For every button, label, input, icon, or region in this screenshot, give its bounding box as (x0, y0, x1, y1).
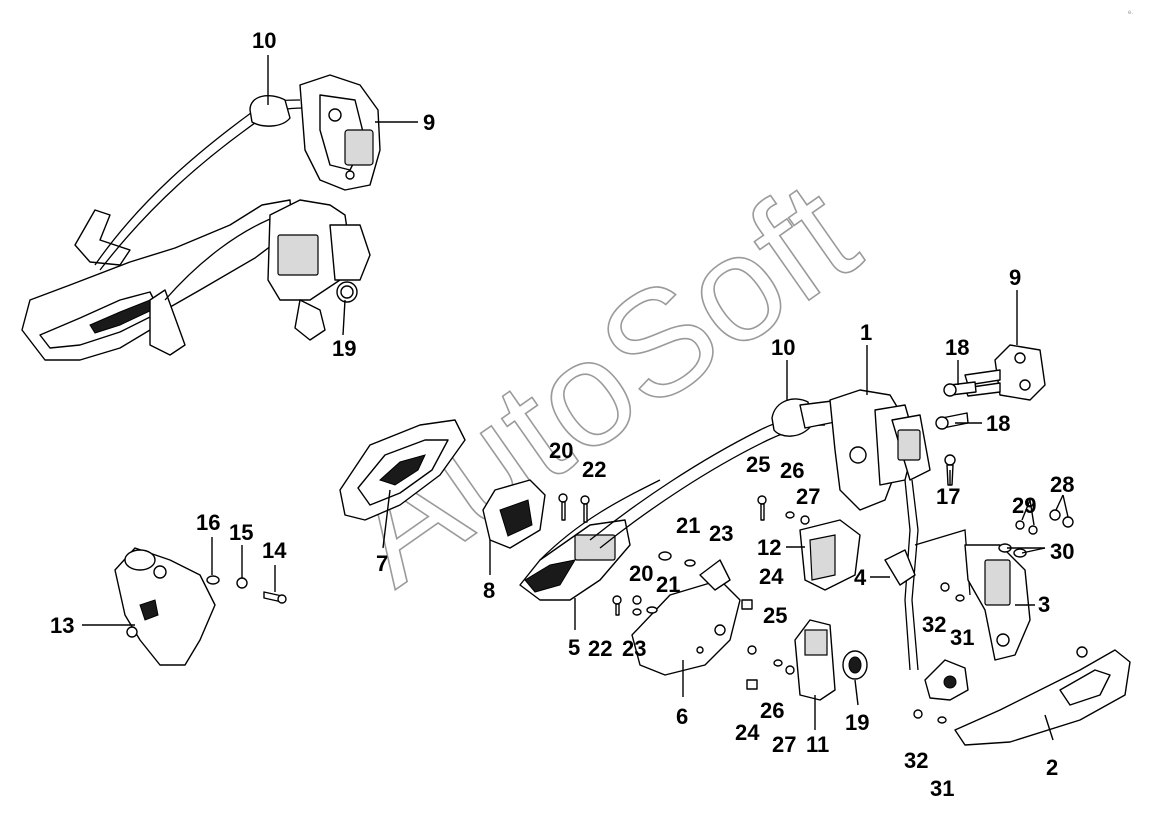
callout-23b: 23 (622, 636, 646, 661)
part-3-handle-bracket (964, 544, 1031, 661)
callout-8: 8 (483, 578, 495, 603)
callout-32b: 32 (904, 748, 928, 773)
callout-14: 14 (262, 538, 287, 563)
callout-16: 16 (196, 510, 220, 535)
part-9-striker (964, 344, 1046, 401)
callout-22b: 22 (588, 636, 612, 661)
callout-11: 11 (806, 732, 829, 757)
part-13-lock-cylinder (114, 547, 216, 666)
part-5-inner-handle (519, 519, 631, 601)
part-19-grommet (842, 650, 868, 680)
part-lock-actuator (924, 659, 969, 701)
callout-4: 4 (854, 565, 867, 590)
callout-24b: 24 (735, 720, 760, 745)
callout-26b: 26 (760, 698, 784, 723)
callout-5: 5 (568, 635, 580, 660)
callout-15: 15 (229, 520, 253, 545)
part-17-screw (944, 454, 956, 486)
leader-lines (82, 55, 1069, 741)
callout-3: 3 (1038, 592, 1050, 617)
callout-12: 12 (757, 535, 781, 560)
callout-24a: 24 (759, 564, 784, 589)
callout-27a: 27 (796, 484, 820, 509)
callout-10: 10 (771, 335, 795, 360)
callout-18b: 18 (986, 411, 1010, 436)
part-8-handle-housing (482, 479, 546, 549)
callout-19: 19 (845, 710, 869, 735)
callout-17: 17 (936, 484, 960, 509)
part-12-seal (799, 519, 861, 591)
callout-19-inset: 19 (332, 336, 356, 361)
corner-mark: e. (1128, 10, 1133, 16)
callout-25a: 25 (746, 452, 770, 477)
part-6-bracket (631, 559, 741, 676)
callout-9: 9 (1009, 265, 1021, 290)
part-18-bolts (935, 381, 977, 430)
callout-7: 7 (376, 551, 388, 576)
callout-21a: 21 (676, 513, 700, 538)
callout-20b: 20 (629, 561, 653, 586)
callout-1: 1 (860, 320, 872, 345)
callout-labels: 10 9 19 10 1 9 18 18 17 20 22 21 23 20 2… (50, 28, 1074, 801)
callout-31a: 31 (950, 625, 974, 650)
part-1-door-lock (829, 389, 931, 671)
callout-10-inset: 10 (252, 28, 276, 53)
small-hardware (206, 493, 1074, 724)
callout-27b: 27 (772, 732, 796, 757)
callout-25b: 25 (763, 603, 787, 628)
part-4-rod (884, 529, 971, 596)
callout-28: 28 (1050, 472, 1074, 497)
inset-assembly (21, 74, 381, 361)
callout-9-inset: 9 (423, 110, 435, 135)
callout-2: 2 (1046, 755, 1058, 780)
callout-18a: 18 (945, 335, 969, 360)
part-2-outer-handle (954, 646, 1131, 746)
callout-26a: 26 (780, 458, 804, 483)
callout-6: 6 (676, 704, 688, 729)
callout-23a: 23 (709, 521, 733, 546)
part-11-actuator (794, 619, 836, 701)
callout-20a: 20 (549, 438, 573, 463)
callout-32a: 32 (922, 612, 946, 637)
callout-13: 13 (50, 613, 74, 638)
callout-31b: 31 (930, 776, 954, 801)
part-7-inner-bezel (339, 419, 466, 521)
callout-22a: 22 (582, 457, 606, 482)
callout-30: 30 (1050, 539, 1074, 564)
callout-21b: 21 (656, 572, 680, 597)
callout-29: 29 (1012, 493, 1036, 518)
